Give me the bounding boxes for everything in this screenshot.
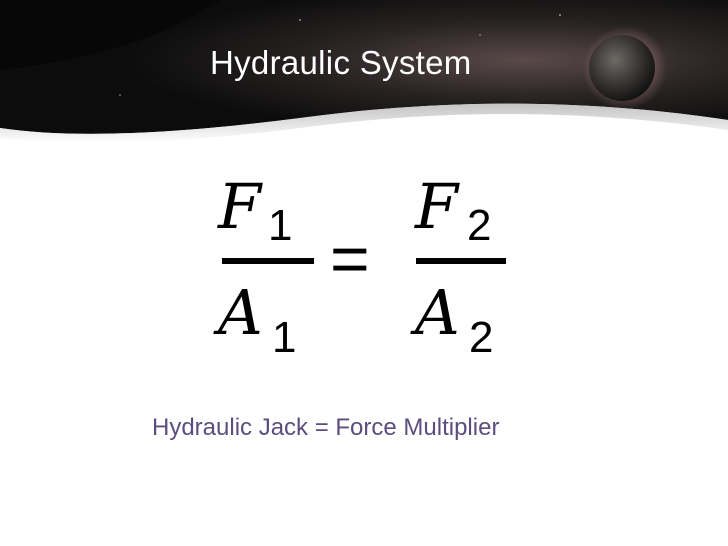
lhs-numerator-sub: 1 — [268, 201, 292, 250]
equals-sign: = — [330, 221, 370, 297]
lhs-fraction-bar — [222, 258, 314, 264]
rhs-numerator: F — [414, 170, 460, 243]
rhs-denominator-sub: 2 — [469, 313, 493, 362]
lhs-denominator: A — [213, 276, 263, 349]
rhs-fraction-bar — [416, 258, 506, 264]
lhs-denominator-sub: 1 — [272, 313, 296, 362]
rhs-denominator: A — [410, 276, 460, 349]
equation-graphic: F 1 A 1 = F 2 A 2 — [213, 170, 506, 362]
space-banner-graphic — [0, 0, 728, 143]
planet-graphic — [589, 35, 655, 101]
space-banner — [0, 0, 728, 150]
slide-caption: Hydraulic Jack = Force Multiplier — [152, 414, 500, 441]
slide-title: Hydraulic System — [210, 44, 472, 81]
equation: F 1 A 1 = F 2 A 2 — [210, 160, 530, 370]
rhs-numerator-sub: 2 — [467, 201, 491, 250]
lhs-numerator: F — [217, 170, 263, 243]
